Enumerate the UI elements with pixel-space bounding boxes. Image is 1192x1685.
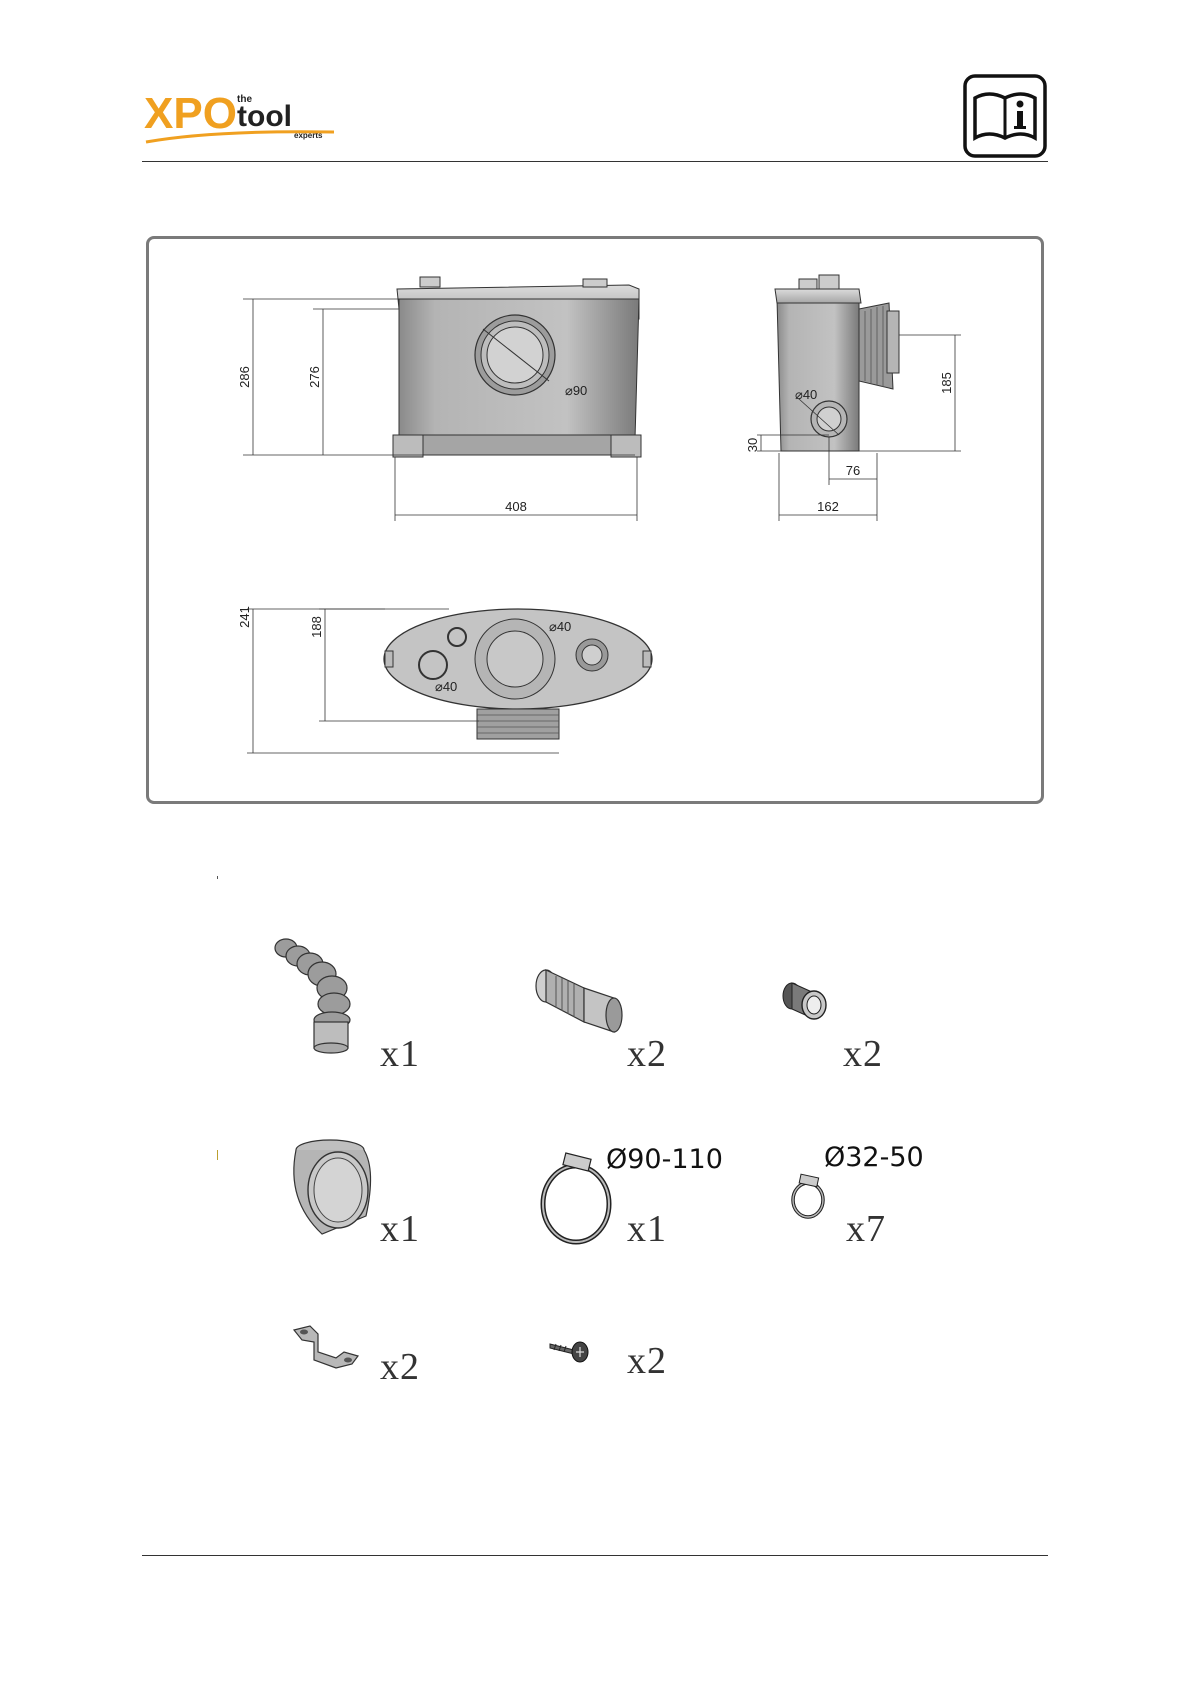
part-item: [270, 930, 430, 1070]
part-item: [548, 1334, 592, 1364]
straight-sleeve-icon: [528, 964, 628, 1044]
top-view: ⌀40 ⌀40 241 188: [237, 606, 652, 753]
small-hose-clamp-icon: [786, 1170, 836, 1222]
elbow-connector-icon: [270, 930, 370, 1060]
part-item: [280, 1130, 380, 1240]
svg-text:162: 162: [817, 499, 839, 514]
svg-text:⌀40: ⌀40: [549, 619, 571, 634]
size-label: Ø32-50: [824, 1144, 924, 1171]
quantity-label: x7: [846, 1210, 886, 1248]
large-hose-clamp-icon: [534, 1150, 624, 1250]
part-item: [778, 978, 838, 1028]
front-view: ⌀90 286 276 408: [237, 277, 641, 521]
book-info-icon: [963, 74, 1047, 158]
svg-text:185: 185: [939, 372, 954, 394]
fixing-bracket-icon: [292, 1318, 362, 1372]
brand-logo: XPO the tool experts: [144, 90, 344, 146]
svg-text:XPO: XPO: [144, 90, 237, 138]
side-view: ⌀40 185 30 76 162: [745, 275, 961, 521]
svg-text:286: 286: [237, 366, 252, 388]
svg-text:⌀40: ⌀40: [795, 387, 817, 402]
stray-mark: [217, 1150, 218, 1160]
svg-text:408: 408: [505, 499, 527, 514]
dimension-drawing: ⌀90 286 276 408: [146, 236, 1044, 804]
part-item: [528, 964, 628, 1044]
quantity-label: x2: [627, 1342, 667, 1380]
quantity-label: x1: [380, 1210, 420, 1248]
header-rule: [142, 161, 1048, 162]
quantity-label: x2: [380, 1348, 420, 1386]
svg-text:tool: tool: [237, 100, 292, 133]
footer-rule: [142, 1555, 1048, 1556]
svg-text:⌀90: ⌀90: [565, 383, 587, 398]
screw-icon: [548, 1334, 592, 1364]
svg-text:⌀40: ⌀40: [435, 679, 457, 694]
part-item: [786, 1170, 836, 1222]
svg-text:276: 276: [307, 366, 322, 388]
quantity-label: x2: [843, 1035, 883, 1073]
svg-text:241: 241: [237, 606, 252, 628]
part-item: [534, 1150, 624, 1250]
svg-text:30: 30: [745, 438, 760, 452]
quantity-label: x1: [627, 1210, 667, 1248]
stray-mark: [217, 876, 218, 879]
part-item: [292, 1318, 362, 1372]
quantity-label: x2: [627, 1035, 667, 1073]
svg-text:188: 188: [309, 616, 324, 638]
end-cap-icon: [280, 1130, 380, 1240]
small-connector-icon: [778, 978, 838, 1028]
svg-text:76: 76: [846, 463, 860, 478]
